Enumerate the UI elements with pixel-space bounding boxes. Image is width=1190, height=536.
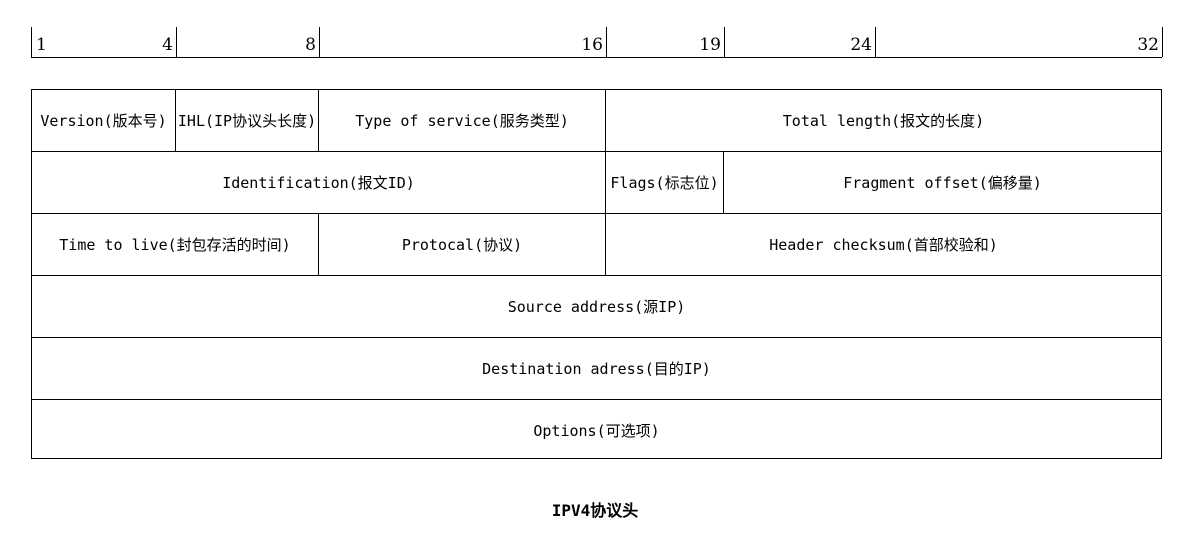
field-total-length: Total length(报文的长度) bbox=[782, 112, 985, 130]
ruler-segment-1-4: 4 bbox=[32, 27, 177, 57]
ruler-segment-4-8: 8 bbox=[176, 27, 320, 57]
ruler-tick-4: 4 bbox=[162, 35, 173, 55]
bit-ruler: 1 4 8 16 19 24 32 bbox=[31, 27, 1163, 58]
ruler-tick-1: 1 bbox=[36, 35, 47, 55]
field-header-checksum: Header checksum(首部校验和) bbox=[769, 236, 998, 254]
field-fragment-offset: Fragment offset(偏移量) bbox=[843, 174, 1042, 192]
header-row-3: Time to live(封包存活的时间) Protocal(协议) Heade… bbox=[32, 214, 1161, 276]
header-row-6: Options(可选项) bbox=[32, 400, 1161, 461]
field-destination-address: Destination adress(目的IP) bbox=[482, 360, 711, 378]
ruler-tick-16: 16 bbox=[581, 35, 603, 55]
field-ihl: IHL(IP协议头长度) bbox=[176, 90, 319, 151]
ruler-segment-19-24: 24 bbox=[724, 27, 876, 57]
header-row-4: Source address(源IP) bbox=[32, 276, 1161, 338]
diagram-caption: IPV4协议头 bbox=[551, 501, 639, 520]
ruler-tick-32: 32 bbox=[1137, 35, 1159, 55]
ruler-segment-16-19: 19 bbox=[606, 27, 725, 57]
ipv4-header-table: Version(版本号) IHL(IP协议头长度) Type of servic… bbox=[31, 89, 1162, 459]
field-protocol: Protocal(协议) bbox=[319, 214, 606, 275]
ruler-segment-24-32: 32 bbox=[875, 27, 1163, 57]
ruler-segment-8-16: 16 bbox=[319, 27, 607, 57]
ruler-tick-24: 24 bbox=[850, 35, 872, 55]
field-version: Version(版本号) bbox=[32, 90, 176, 151]
ruler-tick-8: 8 bbox=[305, 35, 316, 55]
header-row-1: Version(版本号) IHL(IP协议头长度) Type of servic… bbox=[32, 90, 1161, 152]
header-row-2: Identification(报文ID) Flags(标志位) Fragment… bbox=[32, 152, 1161, 214]
field-options: Options(可选项) bbox=[533, 422, 660, 440]
header-row-5: Destination adress(目的IP) bbox=[32, 338, 1161, 400]
field-time-to-live: Time to live(封包存活的时间) bbox=[32, 214, 319, 275]
field-type-of-service: Type of service(服务类型) bbox=[319, 90, 606, 151]
field-flags: Flags(标志位) bbox=[606, 152, 724, 213]
field-identification: Identification(报文ID) bbox=[32, 152, 606, 213]
field-source-address: Source address(源IP) bbox=[507, 298, 686, 316]
ruler-tick-19: 19 bbox=[699, 35, 721, 55]
